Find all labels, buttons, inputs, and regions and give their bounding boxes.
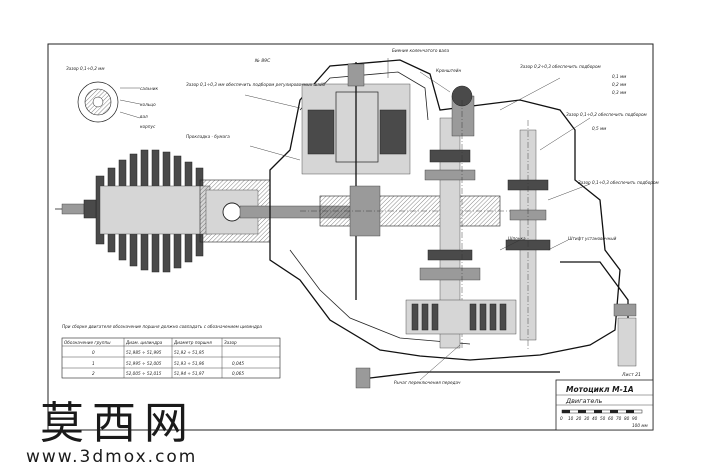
table-cell: 52,005 ÷ 52,015 [126, 371, 162, 376]
table-header: Обозначение группы [64, 340, 111, 345]
sheet-number: Лист 21 [621, 372, 641, 378]
scale-label: 30 [584, 416, 590, 421]
table-cell: 2 [92, 371, 95, 376]
scale-label: 50 [600, 416, 606, 421]
gearbox [419, 85, 551, 350]
note-gauge-3: вал [140, 114, 148, 119]
scale-label: 20 [576, 416, 582, 421]
note-gear-1: Зазор 0,2÷0,3 обеспечить подбором [520, 64, 601, 69]
note-shaft: Шпонка [508, 236, 526, 241]
note-bottom: Рычаг переключения передач [394, 380, 461, 385]
scale-label: 10 [568, 416, 574, 421]
note-gauge-top: Зазор 0,1÷0,2 мм [66, 66, 105, 71]
watermark: 莫西网 www.3dmox.com [26, 398, 197, 467]
note-bracket: Кронштейн [436, 68, 461, 73]
gauge-detail [77, 81, 141, 123]
note-gauge-2: кольцо [140, 102, 156, 107]
note-carb: Прокладка - бумага [186, 134, 230, 139]
kickstart [355, 261, 637, 389]
scale-label: 80 [624, 416, 630, 421]
table-cell: 1 [92, 361, 95, 366]
note-kick: Штифт установочный [568, 236, 617, 241]
table-header: Зазор [224, 340, 237, 345]
spark-plug [55, 199, 97, 219]
note-cyl-head: Зазор 0,1÷0,3 мм обеспечить подбором рег… [186, 82, 326, 87]
watermark-url: www.3dmox.com [26, 447, 197, 467]
piston-table: При сборке двигателя обозначение поршня … [61, 324, 281, 379]
sheet-ref: № 89С [254, 58, 271, 64]
note-gauge-4: корпус [140, 124, 156, 129]
magneto [301, 62, 411, 300]
scale-unit: 100 мм [632, 423, 648, 428]
note-shim-3: 0,3 мм [612, 90, 626, 95]
note-gear-3: Зазор 0,1÷0,3 обеспечить подбором [578, 180, 659, 185]
scale-label: 90 [632, 416, 638, 421]
table-cell: 51,93 ÷ 51,96 [174, 361, 204, 366]
crankshaft [300, 185, 520, 237]
scale-label: 70 [616, 416, 622, 421]
note-gauge-1: сальник [140, 86, 158, 91]
table-header: Диаметр поршня [173, 340, 212, 345]
watermark-cn: 莫西网 [40, 398, 196, 449]
table-cell: 51,995 ÷ 52,005 [126, 361, 162, 366]
scale-bar: 0 10 20 30 40 50 60 70 80 90 100 мм [560, 409, 648, 428]
table-cell: 0,045 [232, 361, 244, 366]
note-shim-1: 0,1 мм [612, 74, 626, 79]
leader-lines [244, 58, 591, 381]
table-cell: 51,985 ÷ 51,995 [126, 350, 162, 355]
clutch [405, 299, 517, 335]
table-cell: 51,92 ÷ 51,95 [174, 350, 204, 355]
note-magneto: Биение коленчатого вала [392, 48, 449, 53]
scale-label: 60 [608, 416, 614, 421]
scale-label: 0 [560, 416, 563, 421]
table-cell: 0 [92, 350, 95, 355]
title-block: Лист 21 Мотоцикл М-1А Двигатель 0 10 20 … [555, 372, 654, 431]
table-caption: При сборке двигателя обозначение поршня … [62, 324, 262, 329]
table-cell: 0,065 [232, 371, 244, 376]
drawing-subtitle: Двигатель [565, 397, 602, 405]
table-cell: 51,94 ÷ 51,97 [174, 371, 204, 376]
drawing-title: Мотоцикл М-1А [566, 385, 634, 394]
table-header: Диам. цилиндра [125, 340, 163, 345]
scale-label: 40 [592, 416, 598, 421]
note-shim-4: 0,5 мм [592, 126, 606, 131]
note-shim-2: 0,2 мм [612, 82, 626, 87]
note-gear-2: Зазор 0,1÷0,2 обеспечить подбором [566, 112, 647, 117]
